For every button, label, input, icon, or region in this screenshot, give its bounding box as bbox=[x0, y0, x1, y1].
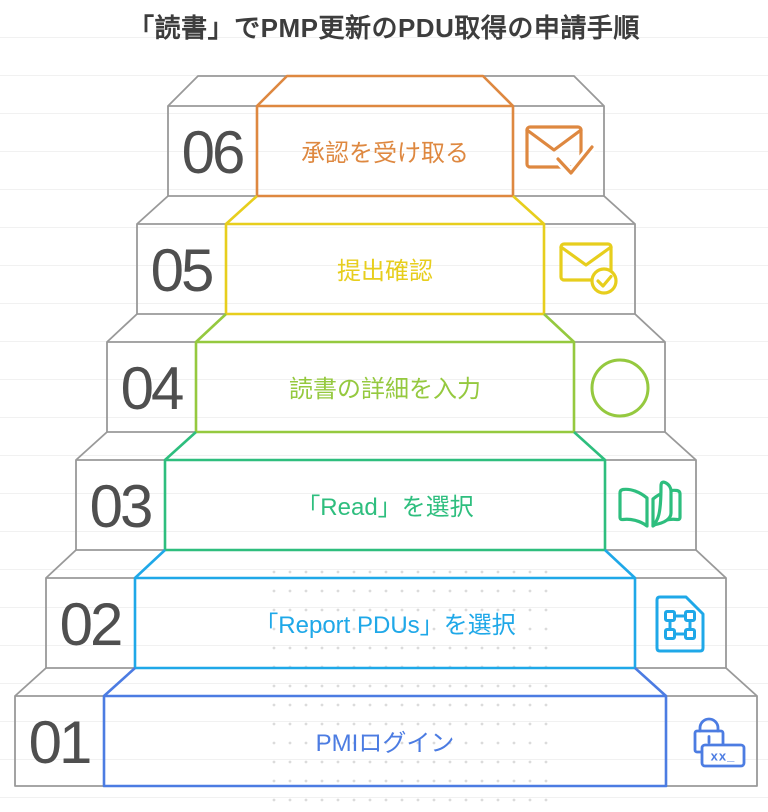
step-panel-top-right bbox=[543, 313, 575, 343]
step-panel-top-left bbox=[195, 313, 227, 343]
step-05: 05 提出確認 bbox=[136, 195, 636, 316]
svg-text:xx_: xx_ bbox=[711, 749, 736, 764]
step-block-top-left bbox=[45, 549, 77, 579]
step-label: 「Read」を選択 bbox=[296, 494, 473, 521]
step-block-top-left bbox=[136, 195, 169, 225]
mail-verified-icon bbox=[559, 242, 618, 295]
step-label: 読書の詳細を入力 bbox=[289, 376, 481, 403]
step-block-top-left bbox=[14, 667, 47, 697]
circle-icon bbox=[590, 358, 650, 418]
step-label: 提出確認 bbox=[337, 258, 433, 285]
step-panel-top-left bbox=[225, 195, 258, 225]
step-panel-top-right bbox=[604, 549, 636, 579]
step-label: PMIログイン bbox=[316, 730, 455, 757]
step-panel-top-left bbox=[134, 549, 166, 579]
step-panel-top-right bbox=[634, 667, 667, 697]
step-block-top-left bbox=[106, 313, 138, 343]
step-number: 01 bbox=[29, 709, 90, 776]
dot-grid-background bbox=[262, 556, 558, 808]
step-panel bbox=[224, 222, 546, 316]
step-block-top-right bbox=[725, 667, 758, 697]
step-panel bbox=[133, 576, 637, 670]
mail-check-icon bbox=[525, 125, 597, 178]
step-panel bbox=[163, 458, 607, 552]
step-number: 04 bbox=[121, 355, 183, 422]
step-block-top-right bbox=[695, 549, 727, 579]
step-panel-top-right bbox=[573, 431, 606, 461]
step-block-top-left bbox=[75, 431, 108, 461]
step-06: 06 承認を受け取る bbox=[167, 74, 605, 198]
step-panel bbox=[194, 340, 576, 434]
step-panel-top-right bbox=[512, 195, 545, 225]
step-label: 承認を受け取る bbox=[301, 140, 469, 167]
step-02: 02 「Report PDUs」を選択 bbox=[45, 549, 727, 670]
step-panel-top bbox=[256, 74, 514, 107]
step-panel-top-left bbox=[164, 431, 197, 461]
step-block-top-right bbox=[603, 195, 636, 225]
step-block-top-right bbox=[664, 431, 697, 461]
step-number: 05 bbox=[151, 237, 212, 304]
step-block-top-right bbox=[634, 313, 666, 343]
staircase-diagram: 06 承認を受け取る 05 提出確認 bbox=[14, 74, 758, 788]
step-panel-top-left bbox=[103, 667, 136, 697]
step-panel bbox=[255, 104, 515, 198]
step-01: 01 PMIログイン xx_ bbox=[14, 667, 758, 788]
step-number: 02 bbox=[60, 591, 121, 658]
step-04: 04 読書の詳細を入力 bbox=[106, 313, 666, 434]
password-lock-icon: xx_ bbox=[693, 717, 746, 768]
select-card-icon bbox=[655, 595, 705, 653]
step-label: 「Report PDUs」を選択 bbox=[254, 612, 515, 639]
step-number: 06 bbox=[182, 119, 243, 186]
page-title: 「読書」でPMP更新のPDU取得の申請手順 bbox=[128, 13, 640, 43]
step-number: 03 bbox=[90, 473, 151, 540]
step-03: 03 「Read」を選択 bbox=[75, 431, 697, 552]
step-panel bbox=[102, 694, 668, 788]
open-book-icon bbox=[618, 480, 682, 528]
